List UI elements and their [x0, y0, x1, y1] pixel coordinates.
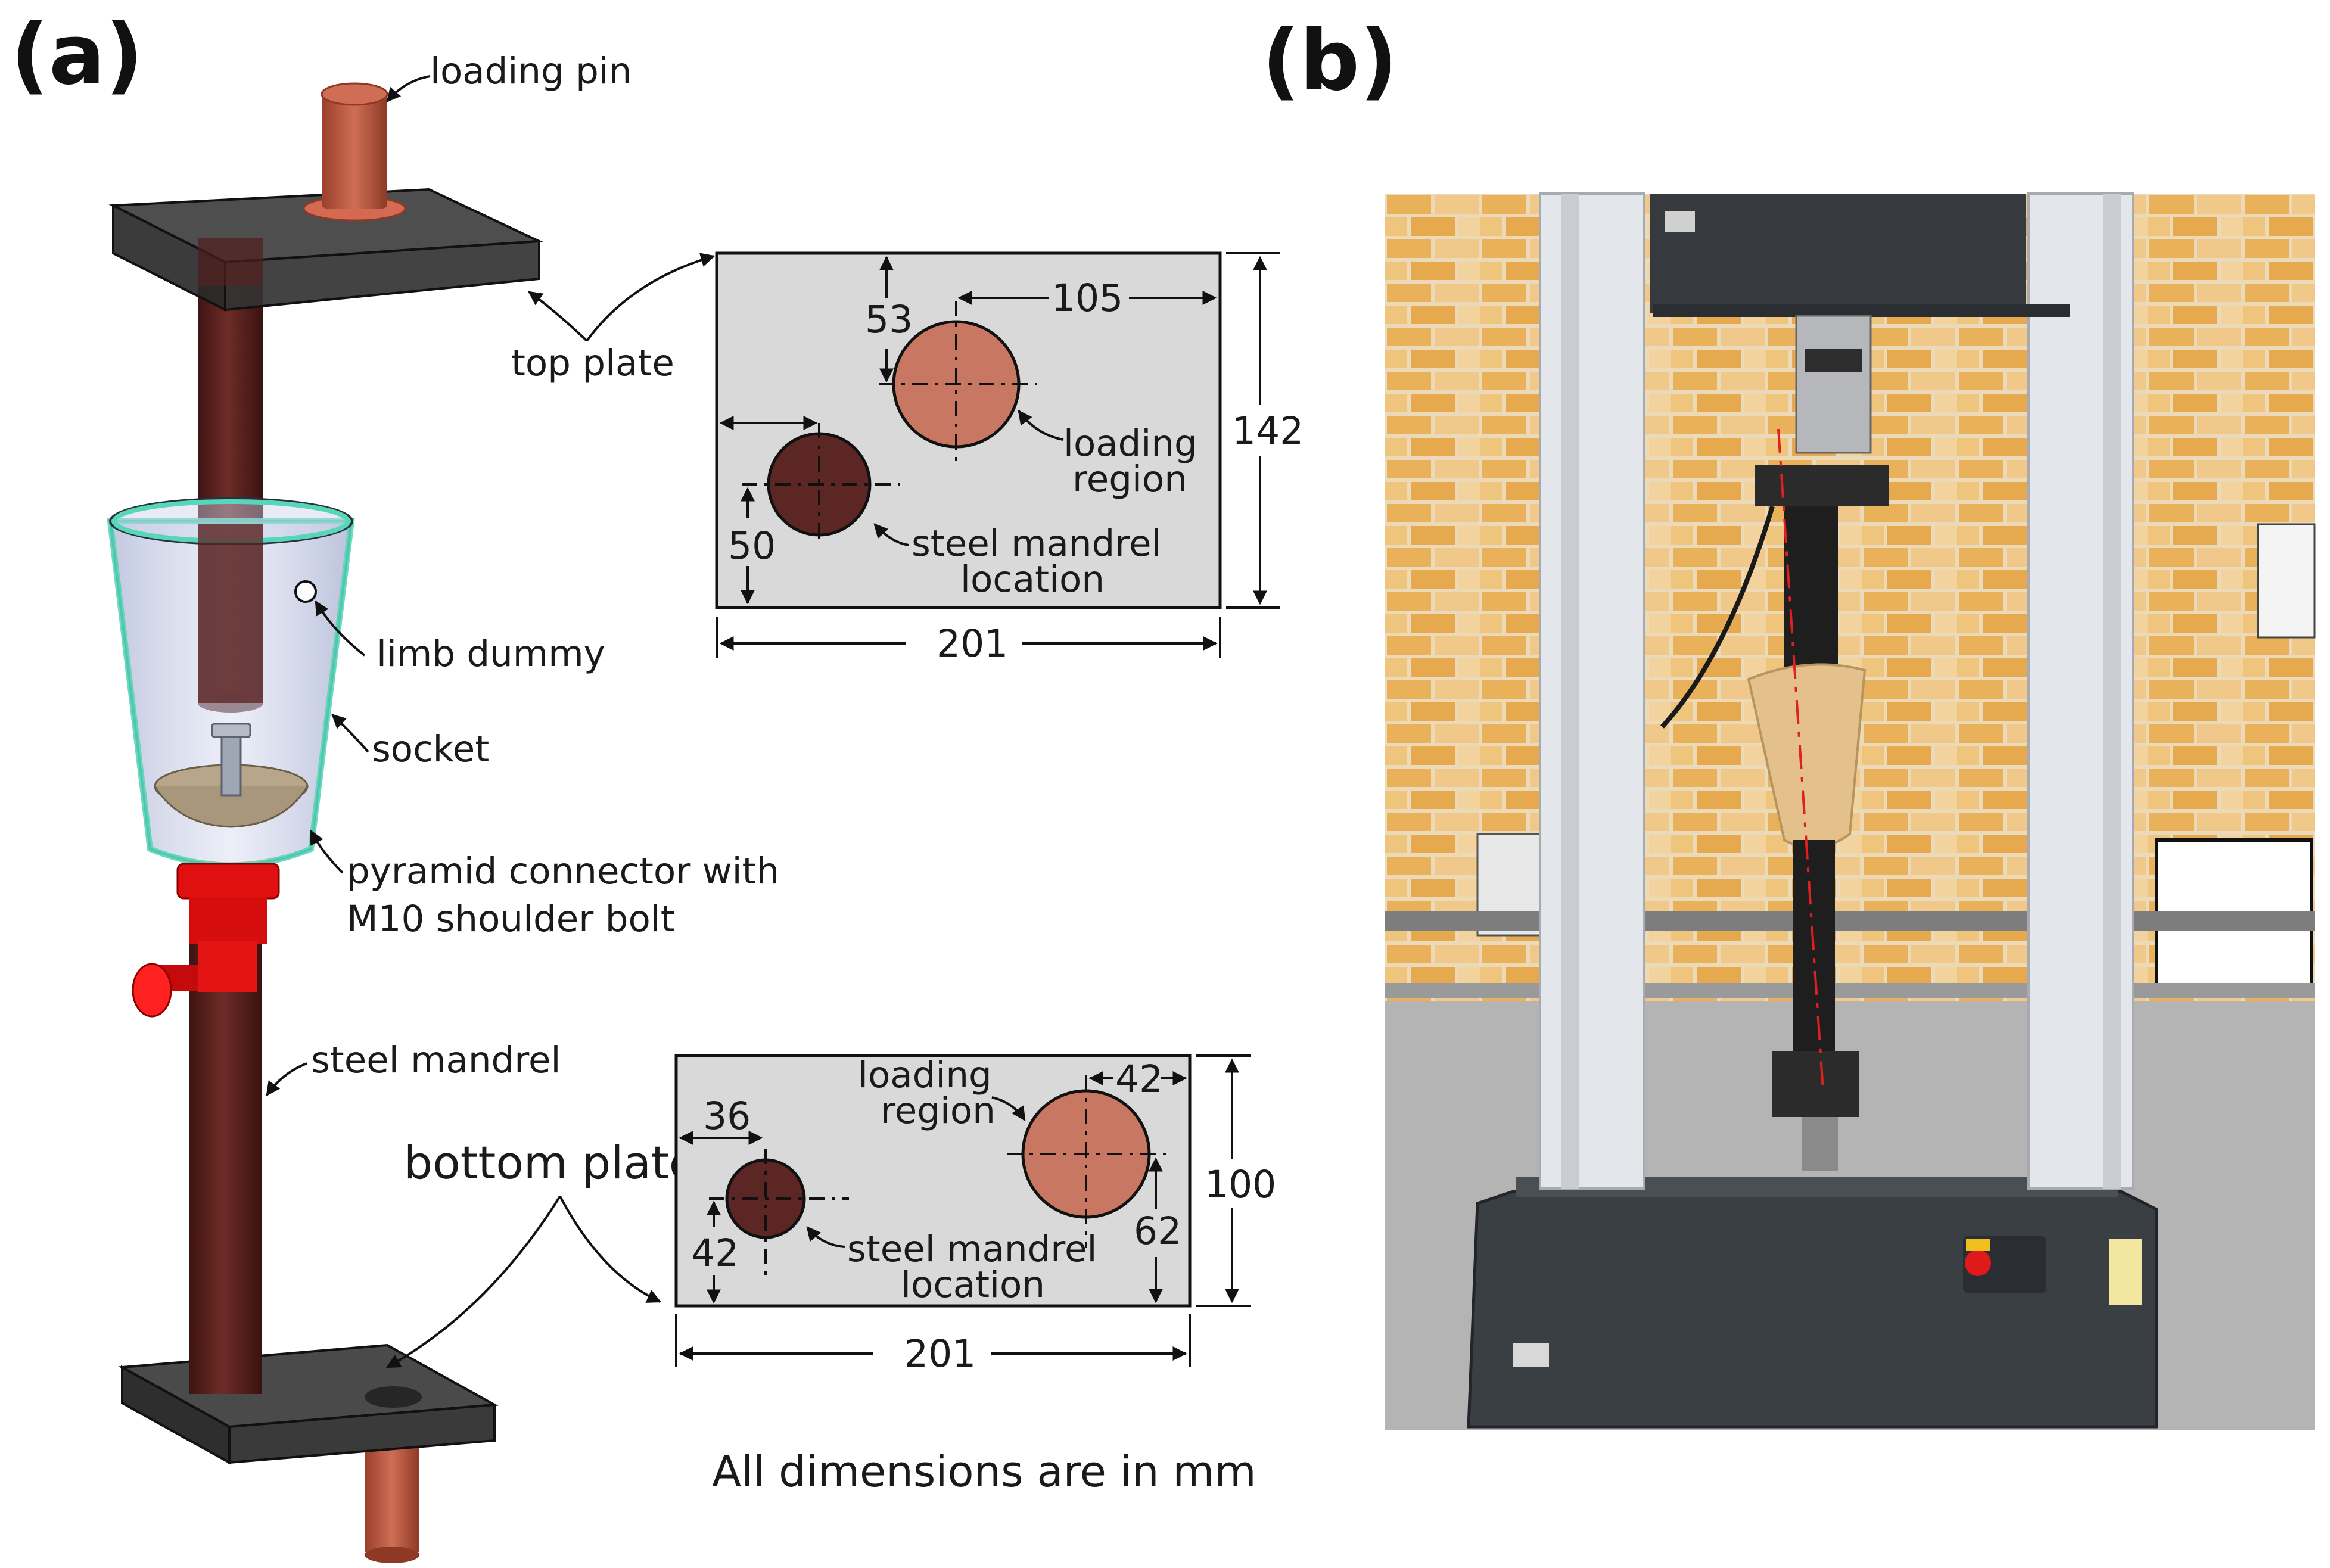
- bottom-dim-width: 201: [904, 1332, 976, 1376]
- top-load-region-label-2: region: [1072, 458, 1187, 500]
- crosshead: [1650, 194, 2026, 313]
- bottom-load-region-label-1: loading: [858, 1054, 992, 1096]
- bottom-dim-load-y: 62: [1134, 1209, 1181, 1253]
- top-dim-height: 142: [1232, 409, 1304, 453]
- shoulder-bolt: [220, 729, 242, 797]
- top-plate-drawing: 105 53 50 142 201 loading region steel m…: [715, 251, 1304, 665]
- bottom-dim-mandrel-y: 42: [691, 1231, 739, 1275]
- bottom-mandrel-label-1: steel mandrel: [847, 1228, 1097, 1270]
- steel-mandrel-label: steel mandrel: [311, 1039, 561, 1081]
- top-dim-mandrel-y: 50: [728, 524, 776, 568]
- bottom-load-region-label-2: region: [881, 1090, 996, 1132]
- callout-leaders: [266, 75, 716, 1368]
- bottom-dim-height: 100: [1205, 1163, 1276, 1206]
- top-plate-label: top plate: [511, 342, 674, 384]
- panel-label-b: (b): [1262, 13, 1398, 110]
- socket-label: socket: [372, 728, 489, 770]
- units-note: All dimensions are in mm: [712, 1446, 1256, 1497]
- top-dim-width: 201: [937, 622, 1008, 665]
- bottom-plate-3d: [118, 1343, 499, 1465]
- pyramid-connector-label-2: M10 shoulder bolt: [347, 898, 675, 940]
- pyramid-connector-label-1: pyramid connector with: [347, 850, 779, 892]
- top-loading-pin: [303, 82, 406, 222]
- panel-label-a: (a): [11, 7, 143, 104]
- assembly-illustration: [107, 82, 544, 1563]
- test-machine-photo: [1385, 192, 2316, 1430]
- top-mandrel-label-1: steel mandrel: [912, 522, 1162, 565]
- load-cell: [1795, 315, 1872, 454]
- bottom-mandrel-label-2: location: [901, 1264, 1045, 1306]
- bottom-dim-load-x: 42: [1115, 1057, 1163, 1101]
- pyramid-connector-3d: [132, 863, 280, 1018]
- loading-pin-label: loading pin: [430, 50, 632, 92]
- socket-3d: [107, 497, 355, 869]
- top-load-region-label-1: loading: [1063, 422, 1197, 465]
- limb-dummy-marker: [294, 580, 317, 603]
- top-mandrel-label-2: location: [960, 558, 1105, 601]
- top-dim-load-y: 53: [865, 298, 913, 341]
- bottom-dim-mandrel-x: 36: [703, 1094, 751, 1138]
- limb-dummy-label: limb dummy: [377, 633, 605, 675]
- bottom-plate-label: bottom plate: [404, 1136, 697, 1189]
- top-dim-load-x: 105: [1052, 276, 1123, 320]
- bottom-loading-pin: [365, 1442, 419, 1555]
- machine-base: [1467, 1190, 2158, 1429]
- bottom-plate-drawing: 36 42 42 62 100 201 loading region steel…: [674, 1054, 1276, 1376]
- left-column: [1539, 192, 1645, 1190]
- top-plate-3d: [108, 188, 544, 312]
